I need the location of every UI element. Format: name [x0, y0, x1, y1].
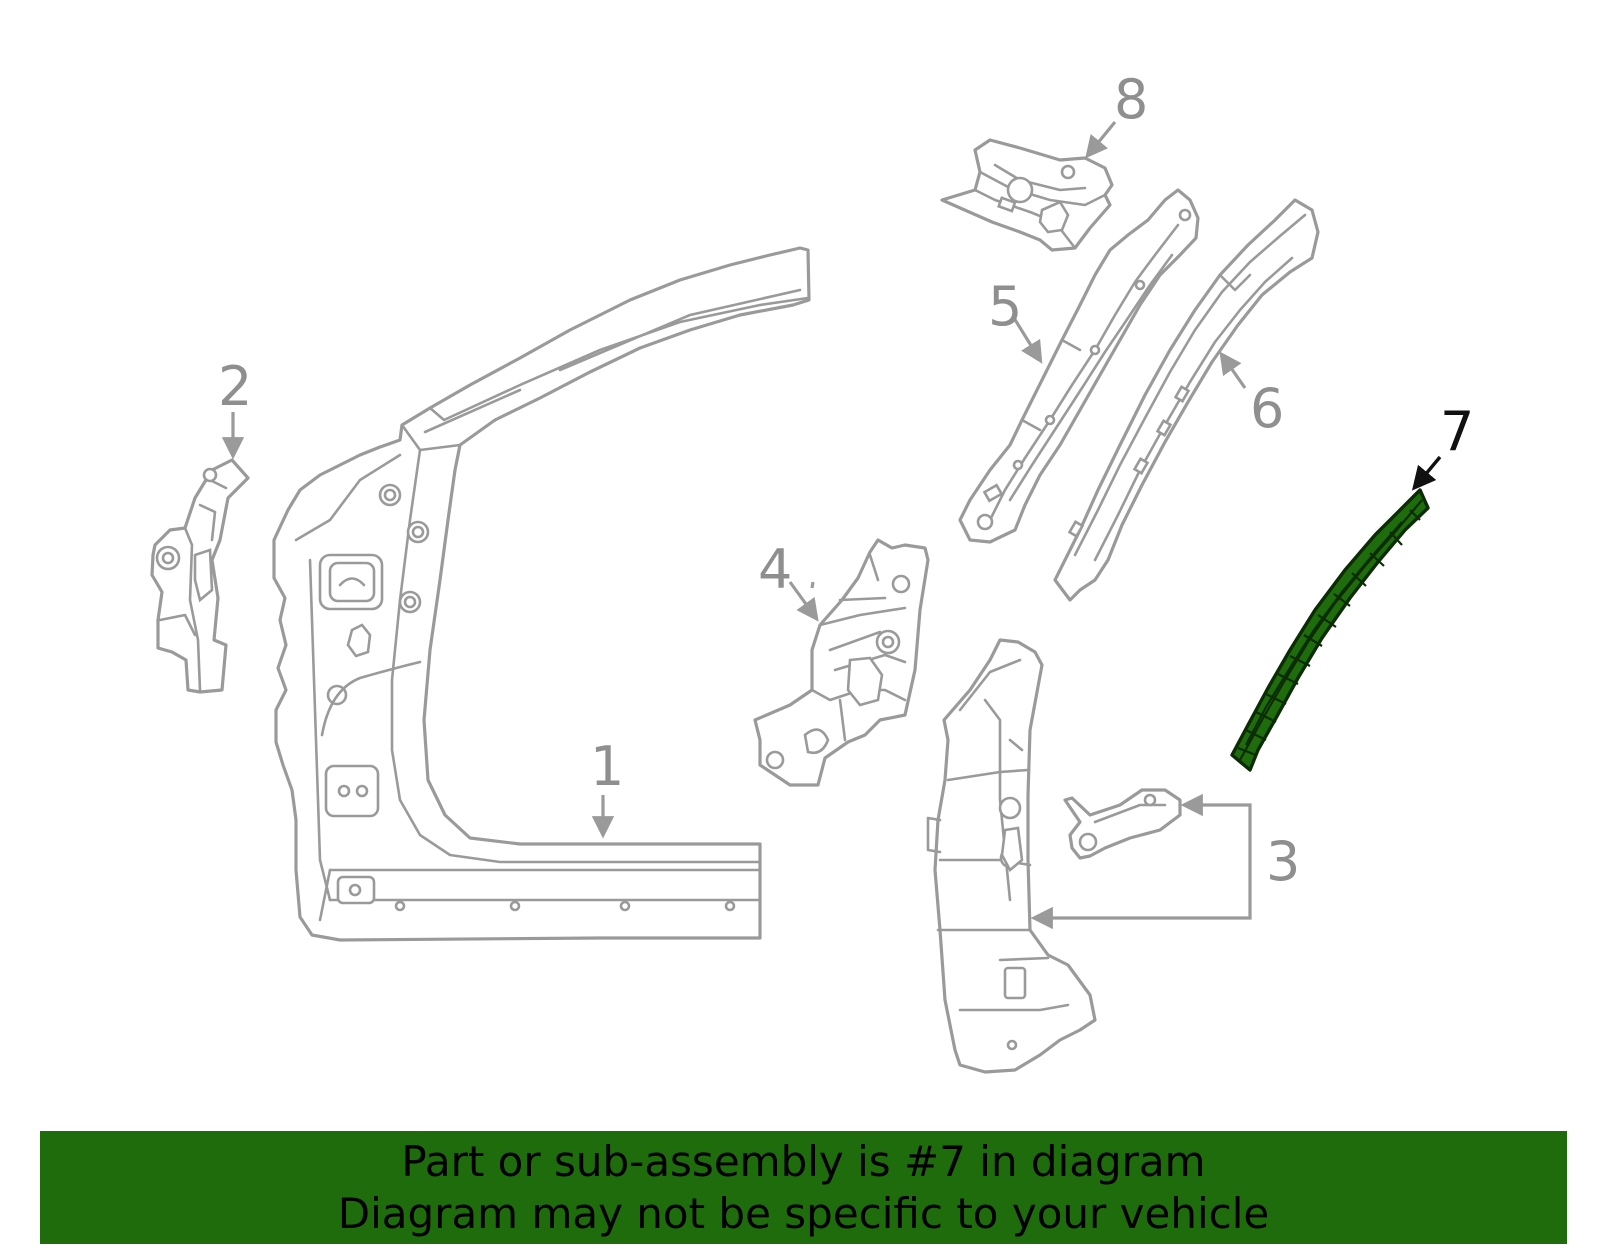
part-6-pillar-inner: [1053, 198, 1320, 602]
info-banner: Part or sub-assembly is #7 in diagram Di…: [40, 1131, 1567, 1244]
part-7-highlighted: [1230, 488, 1430, 772]
callout-leaders: [221, 120, 1442, 930]
callout-3: 3: [1266, 830, 1300, 893]
banner-line-disclaimer: Diagram may not be specific to your vehi…: [337, 1188, 1270, 1238]
callout-6: 6: [1250, 377, 1284, 440]
part-8-plate: [940, 138, 1114, 252]
part-2-bracket: [150, 458, 250, 694]
part-3-pillar: [926, 638, 1097, 1074]
part-4-hinge-bracket: [753, 538, 930, 787]
part-1-body-side-panel: [272, 246, 811, 942]
callout-4: 4: [758, 538, 792, 601]
callout-7: 7: [1440, 400, 1474, 463]
callout-8: 8: [1114, 68, 1148, 131]
banner-line-part-number: Part or sub-assembly is #7 in diagram: [401, 1136, 1206, 1186]
callout-1: 1: [590, 735, 624, 798]
callout-2: 2: [218, 355, 252, 418]
part-5-pillar-reinforcement: [958, 188, 1200, 544]
callout-5: 5: [988, 275, 1022, 338]
part-3-small-bracket: [1063, 788, 1182, 860]
